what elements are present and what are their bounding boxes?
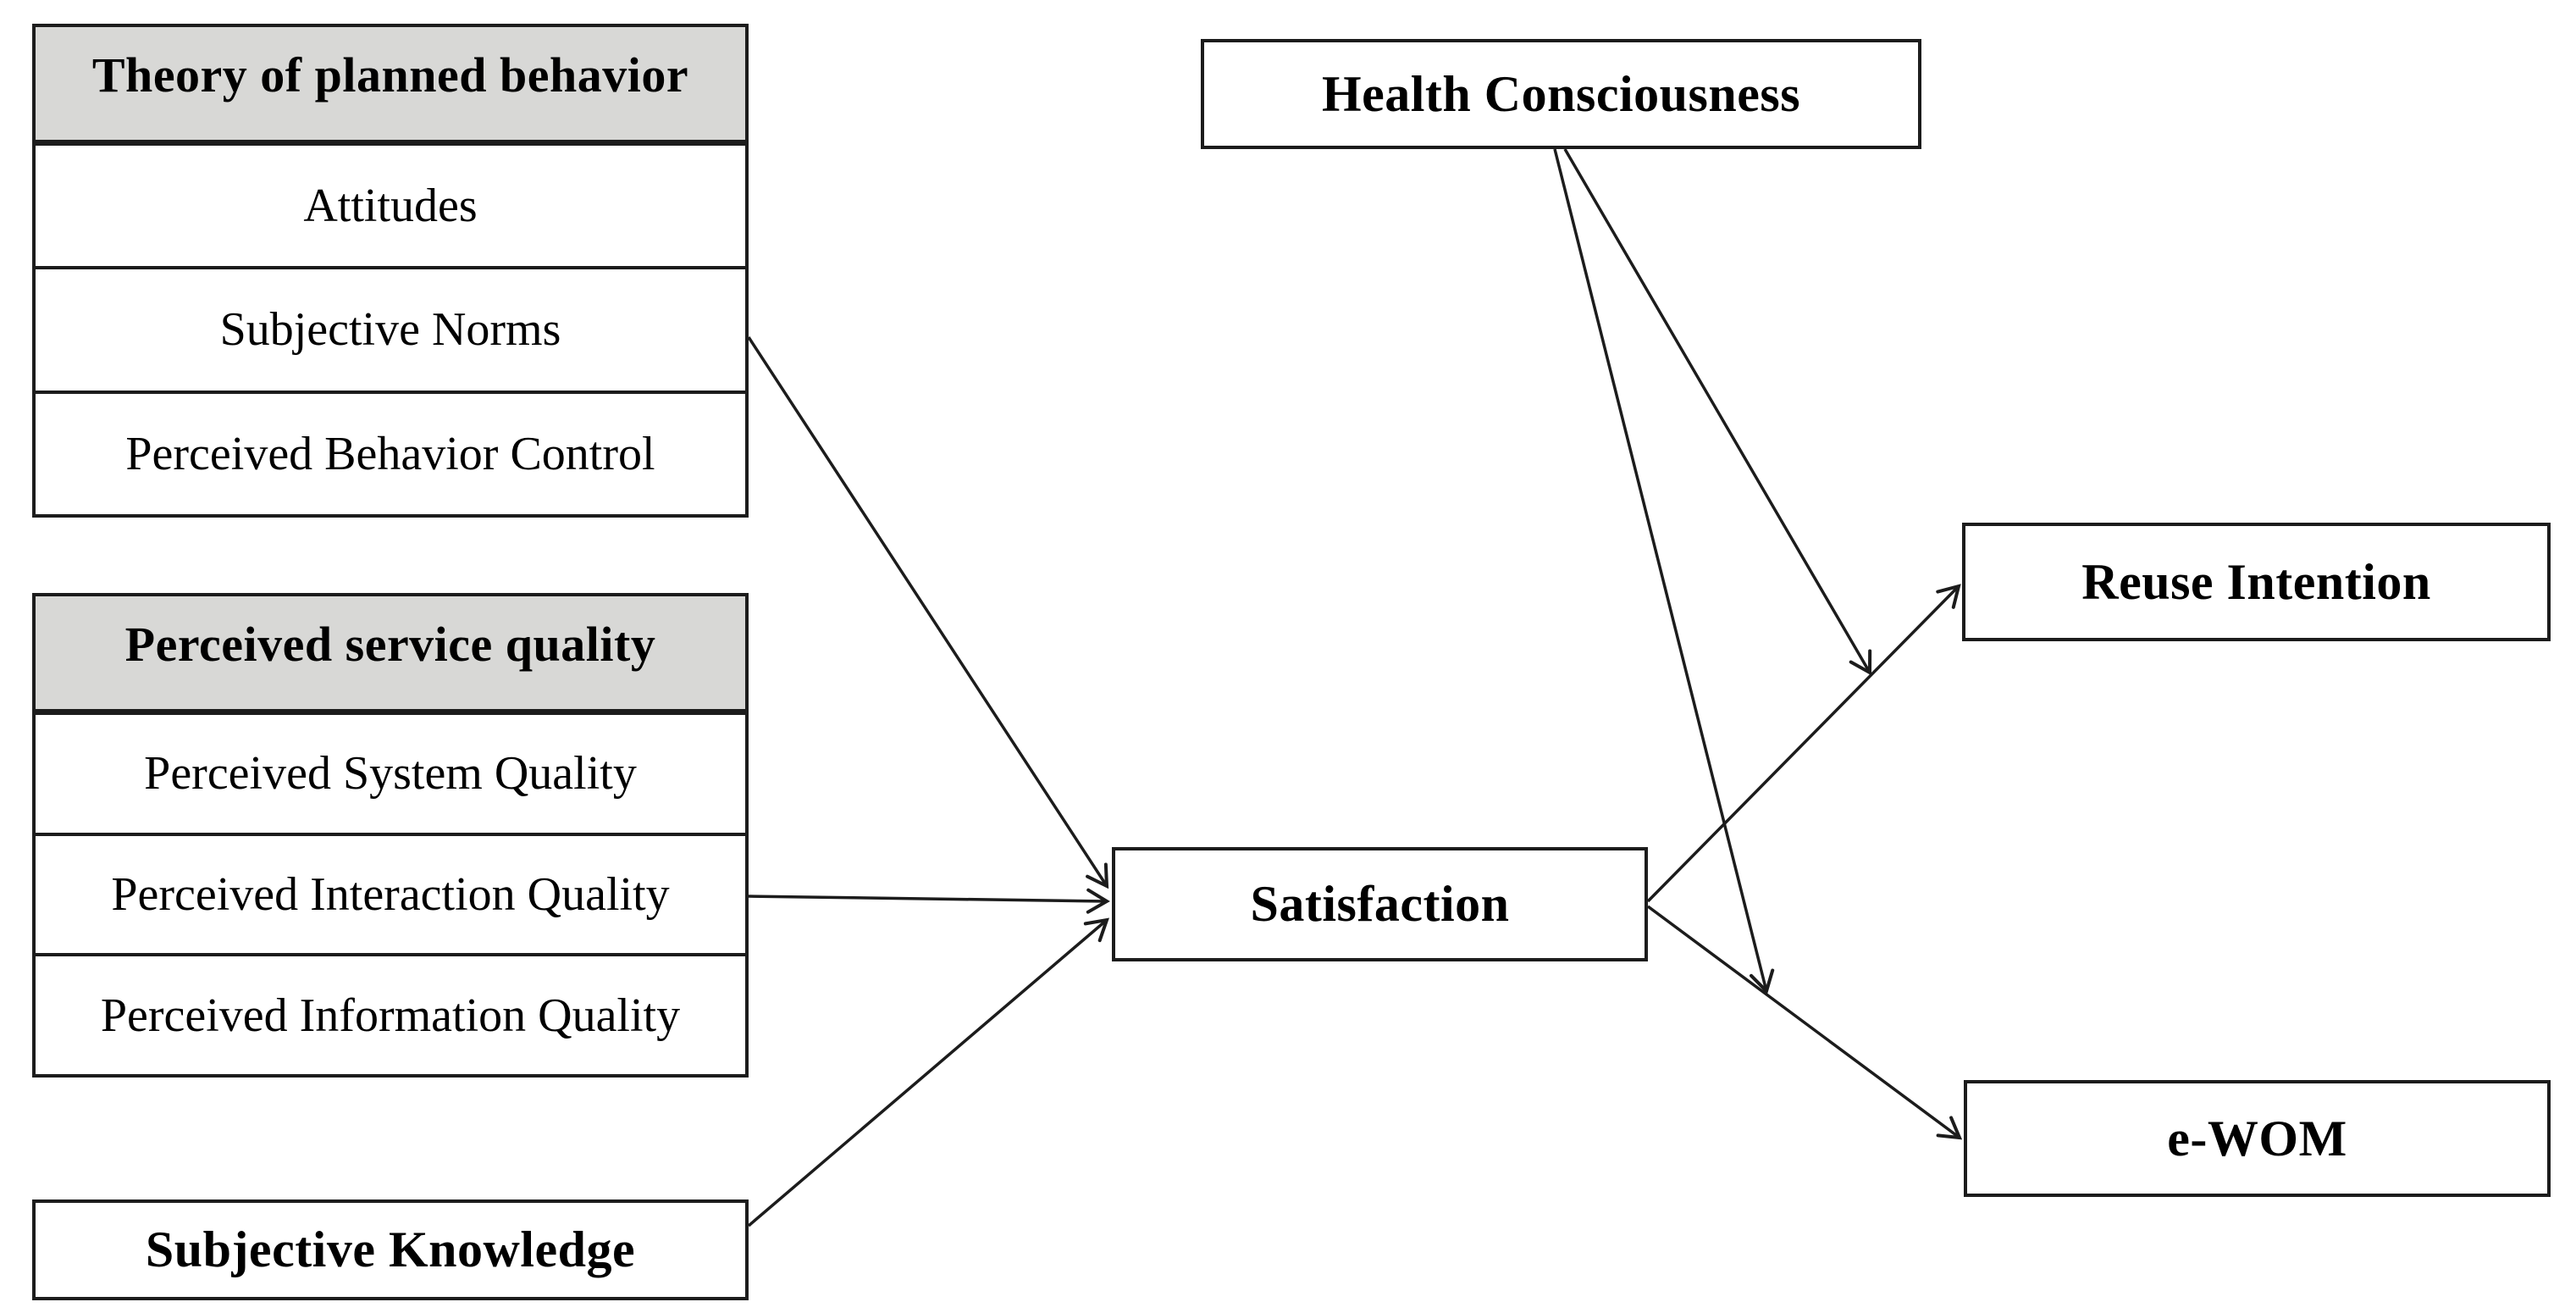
tpb-row-perceived-behavior-control: Perceived Behavior Control: [36, 390, 745, 514]
arrow-psq-to-satisfaction: [748, 888, 1110, 914]
arrow-satisfaction-to-ewom: [1646, 905, 1963, 1140]
psq-header: Perceived service quality: [36, 596, 745, 715]
arrow-subjective-knowledge-to-satisfaction: [747, 917, 1109, 1227]
tpb-row-subjective-norms: Subjective Norms: [36, 266, 745, 391]
psq-row-perceived-information-quality: Perceived Information Quality: [36, 953, 745, 1075]
psq-row-perceived-system-quality: Perceived System Quality: [36, 715, 745, 833]
satisfaction-box: Satisfaction: [1112, 847, 1648, 961]
tpb-row-attitudes: Attitudes: [36, 146, 745, 267]
subjective-knowledge-box: Subjective Knowledge: [32, 1199, 749, 1300]
health-consciousness-box: Health Consciousness: [1201, 39, 1921, 149]
arrow-satisfaction-to-reuse-intention: [1646, 584, 1961, 903]
psq-row-perceived-interaction-quality: Perceived Interaction Quality: [36, 832, 745, 954]
arrow-tpb-to-satisfaction: [747, 336, 1109, 889]
arrow-health-consciousness-to-ewom-path: [1553, 148, 1775, 994]
tpb-group: Theory of planned behavior Attitudes Sub…: [32, 24, 749, 518]
reuse-intention-box: Reuse Intention: [1962, 523, 2551, 641]
psq-group: Perceived service quality Perceived Syst…: [32, 593, 749, 1078]
tpb-header: Theory of planned behavior: [36, 27, 745, 146]
ewom-box: e-WOM: [1964, 1080, 2551, 1197]
arrow-health-consciousness-to-reuse-path: [1563, 148, 1872, 676]
